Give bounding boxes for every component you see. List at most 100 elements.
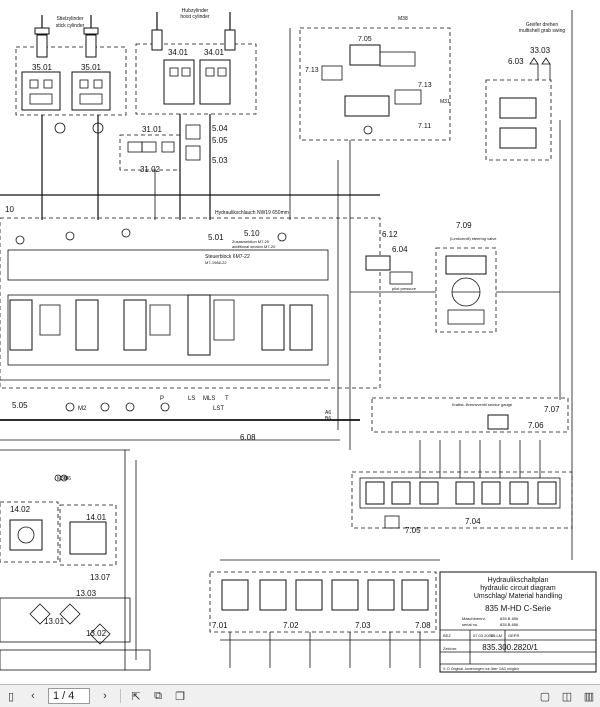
pump-filter-group: M30 M6 14.02 14.01 13.07 13.03 13.01 13.… [0, 449, 151, 671]
pilot-valves-bottom: 7.01 7.02 7.03 7.08 [209, 559, 440, 668]
date-value: 07.03.2006 [473, 633, 494, 638]
title-sub: Umschlag/ Material handling [474, 593, 562, 600]
model-name: 835 M-HD C-Serie [485, 604, 551, 613]
port-lst: LST [213, 406, 224, 412]
port-m38: M38 [398, 16, 408, 22]
ref-5-04: 5.04 [212, 124, 228, 133]
valve-bank-7-04: Kraftst.-Bremsventil sensor gauge 7.07 7… [351, 397, 573, 535]
port-m2: M6 [64, 476, 71, 482]
ref-7-06: 7.06 [528, 421, 544, 430]
hydraulic-schematic: Stielzylinder stick cylinder 35.01 35.01… [0, 8, 597, 673]
footer-note: X: D Original. Anderungen nur über CAD m… [443, 667, 519, 671]
ref-7-07: 7.07 [544, 405, 560, 414]
continuous-view-button[interactable]: ▥ [580, 687, 598, 705]
port-b6: B6 [325, 416, 331, 422]
ref-31-02: 31.02 [140, 165, 161, 174]
maschine-label: Maschinennr. [462, 616, 486, 621]
thumbnails-button[interactable]: ❐ [171, 687, 189, 705]
document-viewport[interactable]: Stielzylinder stick cylinder 35.01 35.01… [0, 0, 600, 684]
ref-6-12: 6.12 [382, 230, 398, 239]
viewer-toolbar: ▯ ‹ 1 / 4 › ⇱ ⧉ ❐ ▢ ◫ ▥ [0, 684, 600, 707]
hose-label: Hydraulikschlauch NW19 650mm [215, 210, 289, 216]
title-block: Hydraulikschaltplan hydraulic circuit di… [439, 571, 597, 673]
ref-13-02: 13.02 [86, 629, 107, 638]
ref-7-11: 7.11 [418, 123, 431, 130]
ref-6-03: 6.03 [508, 57, 524, 66]
sidebar-toggle-button[interactable]: ▯ [2, 687, 20, 705]
current-page-input[interactable]: 1 [53, 690, 60, 702]
ref-7-13-a: 7.13 [305, 67, 319, 74]
ref-7-05-low: 7.05 [405, 526, 421, 535]
ref-34-01-a: 34.01 [168, 48, 189, 57]
ref-14-02: 14.02 [10, 505, 31, 514]
steuerblock-sub: M7-1986-22 [205, 260, 227, 265]
ref-13-01: 13.01 [44, 617, 65, 626]
maschine-value: 835.B.656 [500, 616, 519, 621]
port-t: T [225, 396, 229, 402]
ref-7-13-b: 7.13 [418, 82, 432, 89]
steuerblock-label: Steuerblock 6M7-22 [205, 254, 250, 260]
ref-5-05-left: 5.05 [12, 401, 28, 410]
page-separator: / [62, 690, 66, 702]
date-label: BEZ [443, 633, 451, 638]
ref-31-01: 31.01 [142, 125, 163, 134]
fit-page-button[interactable]: ⇱ [127, 687, 145, 705]
main-control-block: Hydraulikschlauch NW19 650mm 5.01 5.10 Z… [0, 28, 381, 450]
ref-5-03: 5.03 [212, 156, 228, 165]
hubzylinder-label-en: hoist cylinder [180, 14, 210, 20]
stielzylinder-label-de: Stielzylinder [57, 16, 84, 22]
steering-valve-label: (Lenkventil) steering valve [450, 236, 497, 241]
pilot-pressure-group: 6.12 6.04 pilot pressure [365, 230, 417, 291]
stielzylinder-label-en: stick cylinder [56, 23, 85, 29]
ref-13-07: 13.07 [90, 573, 111, 582]
ref-7-09: 7.09 [456, 221, 472, 230]
drawing-number: 835.300.2820/1 [482, 643, 538, 652]
hubzylinder-label-de: Hubzylinder [182, 8, 209, 14]
ref-7-03: 7.03 [355, 621, 371, 630]
chevron-right-icon: › [103, 690, 107, 702]
ref-6-04: 6.04 [392, 245, 408, 254]
zusatz-en: additional section M7-20 [232, 244, 276, 249]
single-page-icon: ▢ [539, 690, 551, 703]
ref-7-08: 7.08 [415, 621, 431, 630]
page-indicator[interactable]: 1 / 4 [48, 688, 90, 704]
port-ls: LS [188, 396, 195, 402]
next-page-button[interactable]: › [96, 687, 114, 705]
title-en: hydraulic circuit diagram [480, 585, 556, 592]
ref-6-08: 6.08 [240, 433, 256, 442]
ref-5-01: 5.01 [208, 233, 224, 242]
pilot-control-block: 7.05 7.13 7.13 7.11 M38 M31 [299, 16, 451, 141]
zusatz-de: Zusatzsektion M7-20 [232, 239, 270, 244]
two-page-icon: ◫ [561, 690, 573, 703]
continuous-icon: ▥ [583, 690, 595, 703]
greifer-label-de: Greifer drehen [526, 22, 558, 28]
ref-35-01-a: 35.01 [32, 63, 53, 72]
grab-swing-group: Greifer drehen multishell grab swing 33.… [485, 22, 566, 161]
ref-7-05-top: 7.05 [358, 36, 372, 43]
port-mls: MLS [203, 396, 215, 402]
two-page-view-button[interactable]: ◫ [558, 687, 576, 705]
ref-35-01-b: 35.01 [81, 63, 102, 72]
single-page-view-button[interactable]: ▢ [536, 687, 554, 705]
serial-value: 835.B.656 [500, 622, 519, 627]
drawn-by: TB-LM [490, 633, 502, 638]
ref-7-02: 7.02 [283, 621, 299, 630]
greifer-label-en: multishell grab swing [519, 28, 566, 34]
lenkung-info: Kraftst.-Bremsventil sensor gauge [452, 402, 513, 407]
port-m1: M2 [78, 406, 87, 412]
sidebar-icon: ▯ [7, 690, 15, 703]
hoist-cylinder-group: Hubzylinder hoist cylinder 34.01 34.01 [135, 8, 257, 130]
ref-34-01-b: 34.01 [204, 48, 225, 57]
copy-button[interactable]: ⧉ [149, 687, 167, 705]
ref-5-05: 5.05 [212, 136, 228, 145]
ref-5-10: 5.10 [244, 229, 260, 238]
pages-icon: ❐ [175, 690, 185, 703]
ref-14-01: 14.01 [86, 513, 107, 522]
toolbar-divider [120, 689, 121, 703]
total-pages: 4 [68, 690, 75, 702]
copy-icon: ⧉ [154, 689, 162, 702]
ref-13-03: 13.03 [76, 589, 97, 598]
port-m31: M31 [440, 99, 450, 105]
pilot-pressure-label: pilot pressure [392, 286, 417, 291]
previous-page-button[interactable]: ‹ [24, 687, 42, 705]
